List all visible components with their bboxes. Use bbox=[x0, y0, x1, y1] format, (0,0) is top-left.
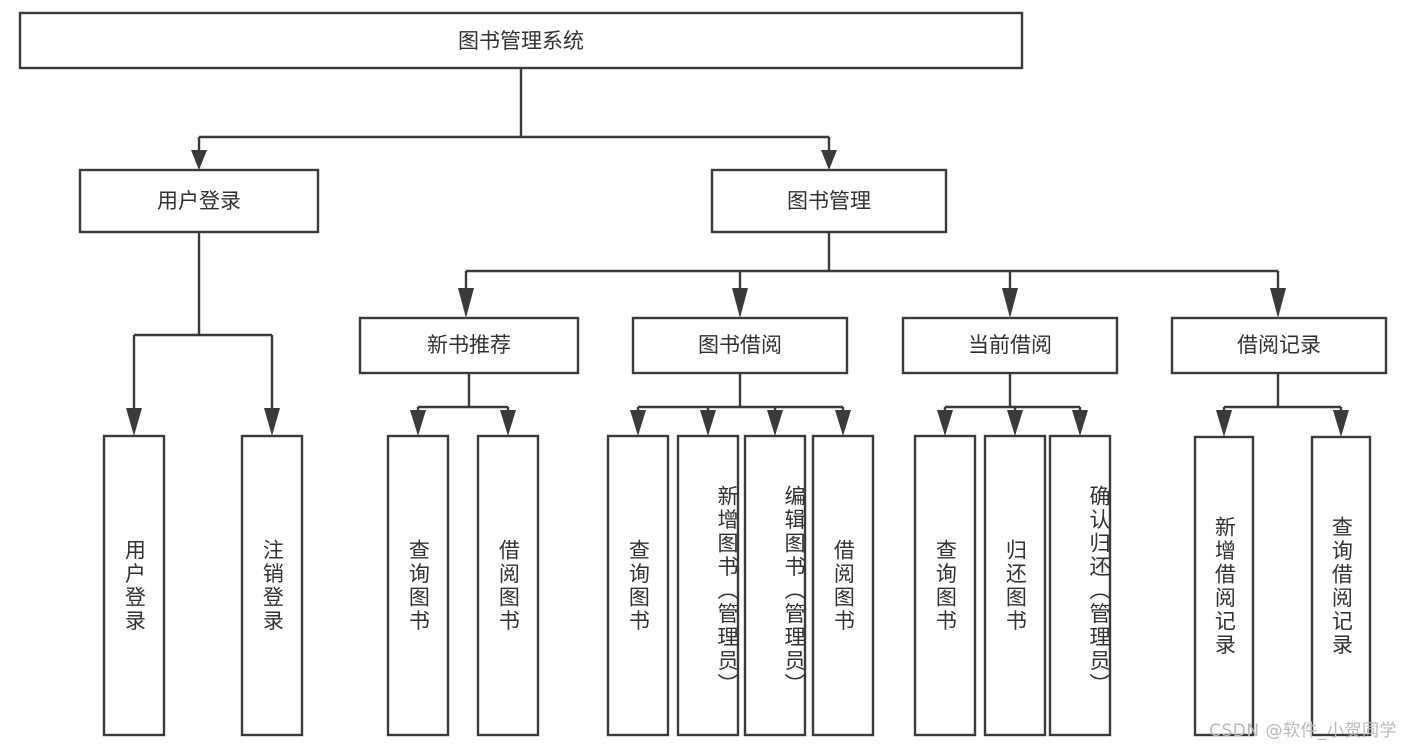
arrow-head-leaf-user-logout bbox=[264, 408, 280, 436]
leaf-box-query-book-1[interactable] bbox=[386, 434, 450, 737]
leaf-box-confirm-return[interactable] bbox=[1048, 434, 1112, 737]
leaf-box-query-book-3[interactable] bbox=[913, 434, 977, 737]
arrow-head-leaf-borrow-book-1 bbox=[500, 410, 516, 436]
leaf-box-query-record[interactable] bbox=[1310, 435, 1372, 737]
arrow-head-leaf-query-book-2 bbox=[630, 410, 646, 436]
arrow-head-leaf-return-book bbox=[1007, 410, 1023, 436]
watermark-text: CSDN @软件_小贺同学 bbox=[1209, 721, 1397, 741]
leaf-box-borrow-book-1[interactable] bbox=[476, 434, 540, 737]
leaf-box-user-logout[interactable] bbox=[240, 434, 304, 737]
arrow-head-current-borrow bbox=[1002, 288, 1018, 318]
node-label-user-login: 用户登录 bbox=[157, 189, 241, 213]
node-box-book-borrow[interactable] bbox=[631, 316, 849, 375]
arrow-head-book-borrow bbox=[732, 288, 748, 318]
connector-group-book-borrow bbox=[630, 373, 851, 436]
leaf-box-edit-book[interactable] bbox=[743, 434, 807, 737]
leaf-box-add-record[interactable] bbox=[1193, 435, 1255, 737]
arrow-head-leaf-add-book bbox=[700, 410, 716, 436]
node-box-current-borrow[interactable] bbox=[901, 316, 1119, 375]
arrow-head-leaf-query-book-3 bbox=[937, 410, 953, 436]
node-label-book-manage: 图书管理 bbox=[787, 189, 871, 213]
node-label-book-borrow: 图书借阅 bbox=[698, 333, 782, 357]
arrow-head-leaf-borrow-book-2 bbox=[835, 410, 851, 436]
connector-group-current-borrow bbox=[937, 373, 1088, 436]
node-box-borrow-record[interactable] bbox=[1170, 316, 1388, 375]
leaf-box-borrow-book-2[interactable] bbox=[811, 434, 875, 737]
connector-group-book-manage bbox=[458, 232, 1286, 318]
leaf-box-return-book[interactable] bbox=[983, 434, 1047, 737]
node-label-current-borrow: 当前借阅 bbox=[968, 333, 1052, 357]
leaf-box-query-book-2[interactable] bbox=[606, 434, 670, 737]
arrow-head-new-book-recommend bbox=[458, 288, 474, 318]
node-box-book-manage[interactable] bbox=[710, 168, 948, 234]
arrow-head-leaf-query-record bbox=[1333, 410, 1349, 437]
connector-group-new-book-recommend bbox=[410, 373, 516, 436]
arrow-head-leaf-edit-book bbox=[767, 410, 783, 436]
arrow-head-leaf-confirm-return bbox=[1072, 410, 1088, 436]
arrow-head-borrow-record bbox=[1270, 288, 1286, 318]
leaf-box-add-book[interactable] bbox=[676, 434, 740, 737]
connector-group-borrow-record bbox=[1216, 373, 1349, 437]
node-label-borrow-record: 借阅记录 bbox=[1237, 333, 1321, 357]
arrow-head-leaf-query-book-1 bbox=[410, 410, 426, 436]
node-box-root[interactable] bbox=[18, 11, 1024, 70]
arrow-head-book-manage bbox=[821, 150, 837, 170]
node-label-root: 图书管理系统 bbox=[458, 29, 584, 53]
arrow-head-user-login bbox=[191, 150, 207, 170]
node-label-new-book-recommend: 新书推荐 bbox=[427, 333, 511, 357]
connector-group-user-login bbox=[126, 232, 280, 436]
node-box-user-login[interactable] bbox=[78, 168, 320, 234]
leaf-box-user-login[interactable] bbox=[102, 434, 166, 737]
node-box-new-book-recommend[interactable] bbox=[358, 316, 580, 375]
arrow-head-leaf-user-login bbox=[126, 408, 142, 436]
arrow-head-leaf-add-record bbox=[1216, 410, 1232, 437]
connector-group-root bbox=[191, 68, 837, 170]
